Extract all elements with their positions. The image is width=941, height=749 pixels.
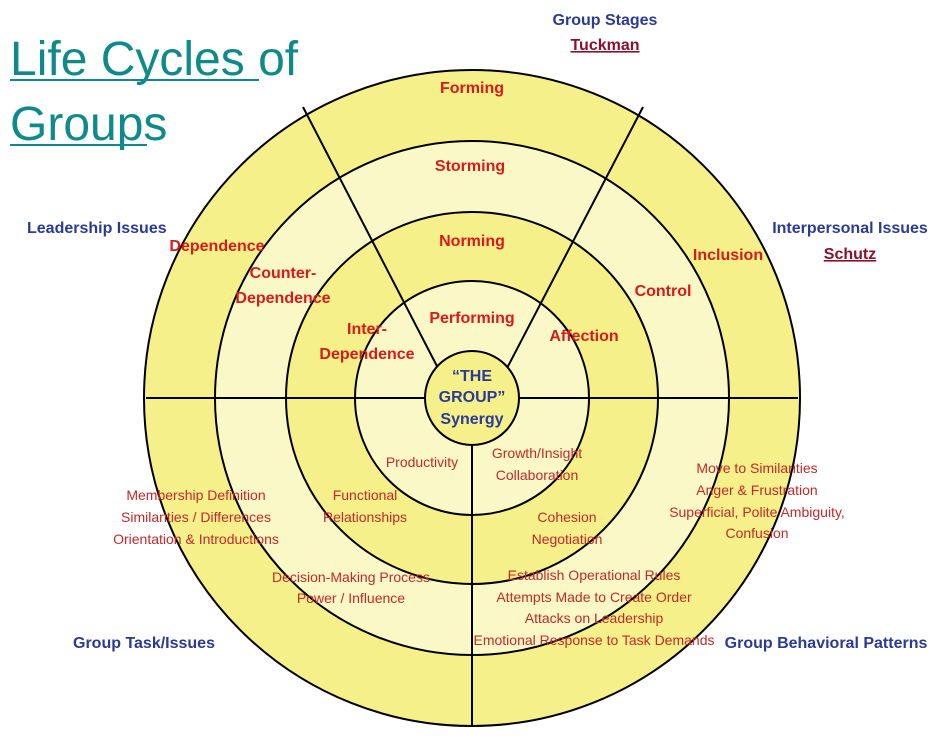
- title-line-2: Groups: [10, 98, 167, 151]
- title-line-1: Life Cycles of: [10, 33, 299, 86]
- behavior-outer-line-4: Confusion: [725, 525, 788, 541]
- task-productivity: Productivity: [386, 454, 458, 470]
- task-outer-line-3: Orientation & Introductions: [113, 531, 279, 547]
- divider-right-diagonal: [504, 106, 644, 373]
- interpersonal-inclusion: Inclusion: [693, 247, 763, 264]
- leadership-counter-line-1: Counter-: [250, 265, 317, 282]
- behavior-outer-line-3: Superficial, Polite Ambiguity,: [669, 504, 845, 520]
- leadership-inter-line-2: Dependence: [319, 346, 414, 363]
- leadership-inter-line-1: Inter-: [347, 321, 387, 338]
- interpersonal-control: Control: [635, 283, 692, 300]
- tuckman-label: Tuckman: [570, 37, 639, 54]
- behavior-growth-line-1: Growth/Insight: [492, 445, 582, 461]
- group-stages-label: Group Stages: [553, 12, 658, 29]
- behavior-outer-line-2: Anger & Frustration: [696, 482, 817, 498]
- task-functional-line-2: Relationships: [323, 509, 407, 525]
- task-functional-line-1: Functional: [333, 487, 398, 503]
- stage-norming: Norming: [439, 233, 505, 250]
- leadership-counter-line-2: Dependence: [235, 290, 330, 307]
- center-circle: [424, 350, 520, 446]
- group-behavioral-label: Group Behavioral Patterns: [725, 635, 928, 652]
- behavior-rules-line-4: Emotional Response to Task Demands: [474, 632, 715, 648]
- behavior-rules-line-3: Attacks on Leadership: [525, 610, 664, 626]
- center-line-1: “THE: [452, 368, 492, 385]
- schutz-label: Schutz: [824, 246, 876, 263]
- leadership-issues-label: Leadership Issues: [27, 220, 167, 237]
- stage-performing: Performing: [429, 310, 514, 327]
- task-decision-line-2: Power / Influence: [297, 590, 405, 606]
- task-outer-line-2: Similarities / Differences: [121, 509, 271, 525]
- behavior-rules-line-1: Establish Operational Rules: [508, 567, 681, 583]
- behavior-cohesion-line-1: Cohesion: [537, 509, 596, 525]
- stage-forming: Forming: [440, 80, 504, 97]
- interpersonal-affection: Affection: [549, 328, 618, 345]
- divider-left-diagonal: [302, 106, 441, 373]
- behavior-rules-line-2: Attempts Made to Create Order: [496, 589, 692, 605]
- interpersonal-issues-label: Interpersonal Issues: [772, 220, 928, 237]
- leadership-dependence: Dependence: [169, 238, 264, 255]
- behavior-outer-line-1: Move to Similarities: [696, 460, 817, 476]
- task-outer-line-1: Membership Definition: [126, 487, 265, 503]
- task-decision-line-1: Decision-Making Process: [272, 569, 430, 585]
- stage-storming: Storming: [435, 158, 505, 175]
- group-task-label: Group Task/Issues: [73, 635, 215, 652]
- center-line-3: Synergy: [440, 411, 503, 428]
- behavior-cohesion-line-2: Negotiation: [532, 531, 603, 547]
- behavior-growth-line-2: Collaboration: [496, 467, 579, 483]
- center-line-2: GROUP”: [439, 389, 506, 406]
